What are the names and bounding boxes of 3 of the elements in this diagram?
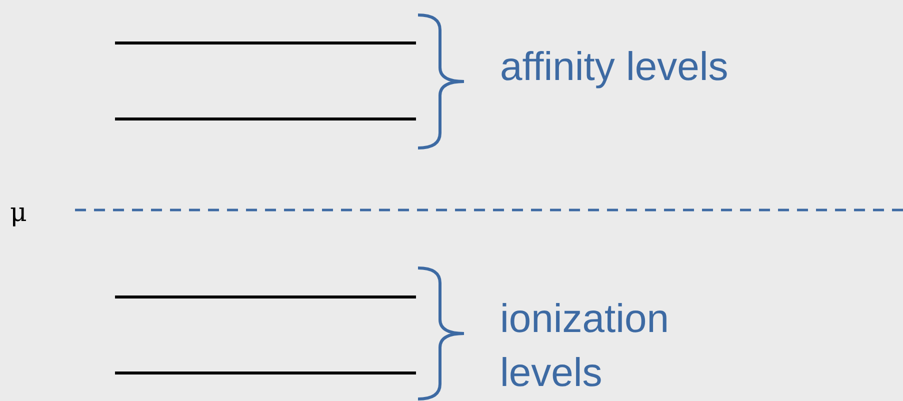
symbol-label: μ <box>10 198 27 228</box>
brace-label: affinity levels <box>500 44 730 91</box>
brace-label: ionization levels <box>500 296 670 397</box>
